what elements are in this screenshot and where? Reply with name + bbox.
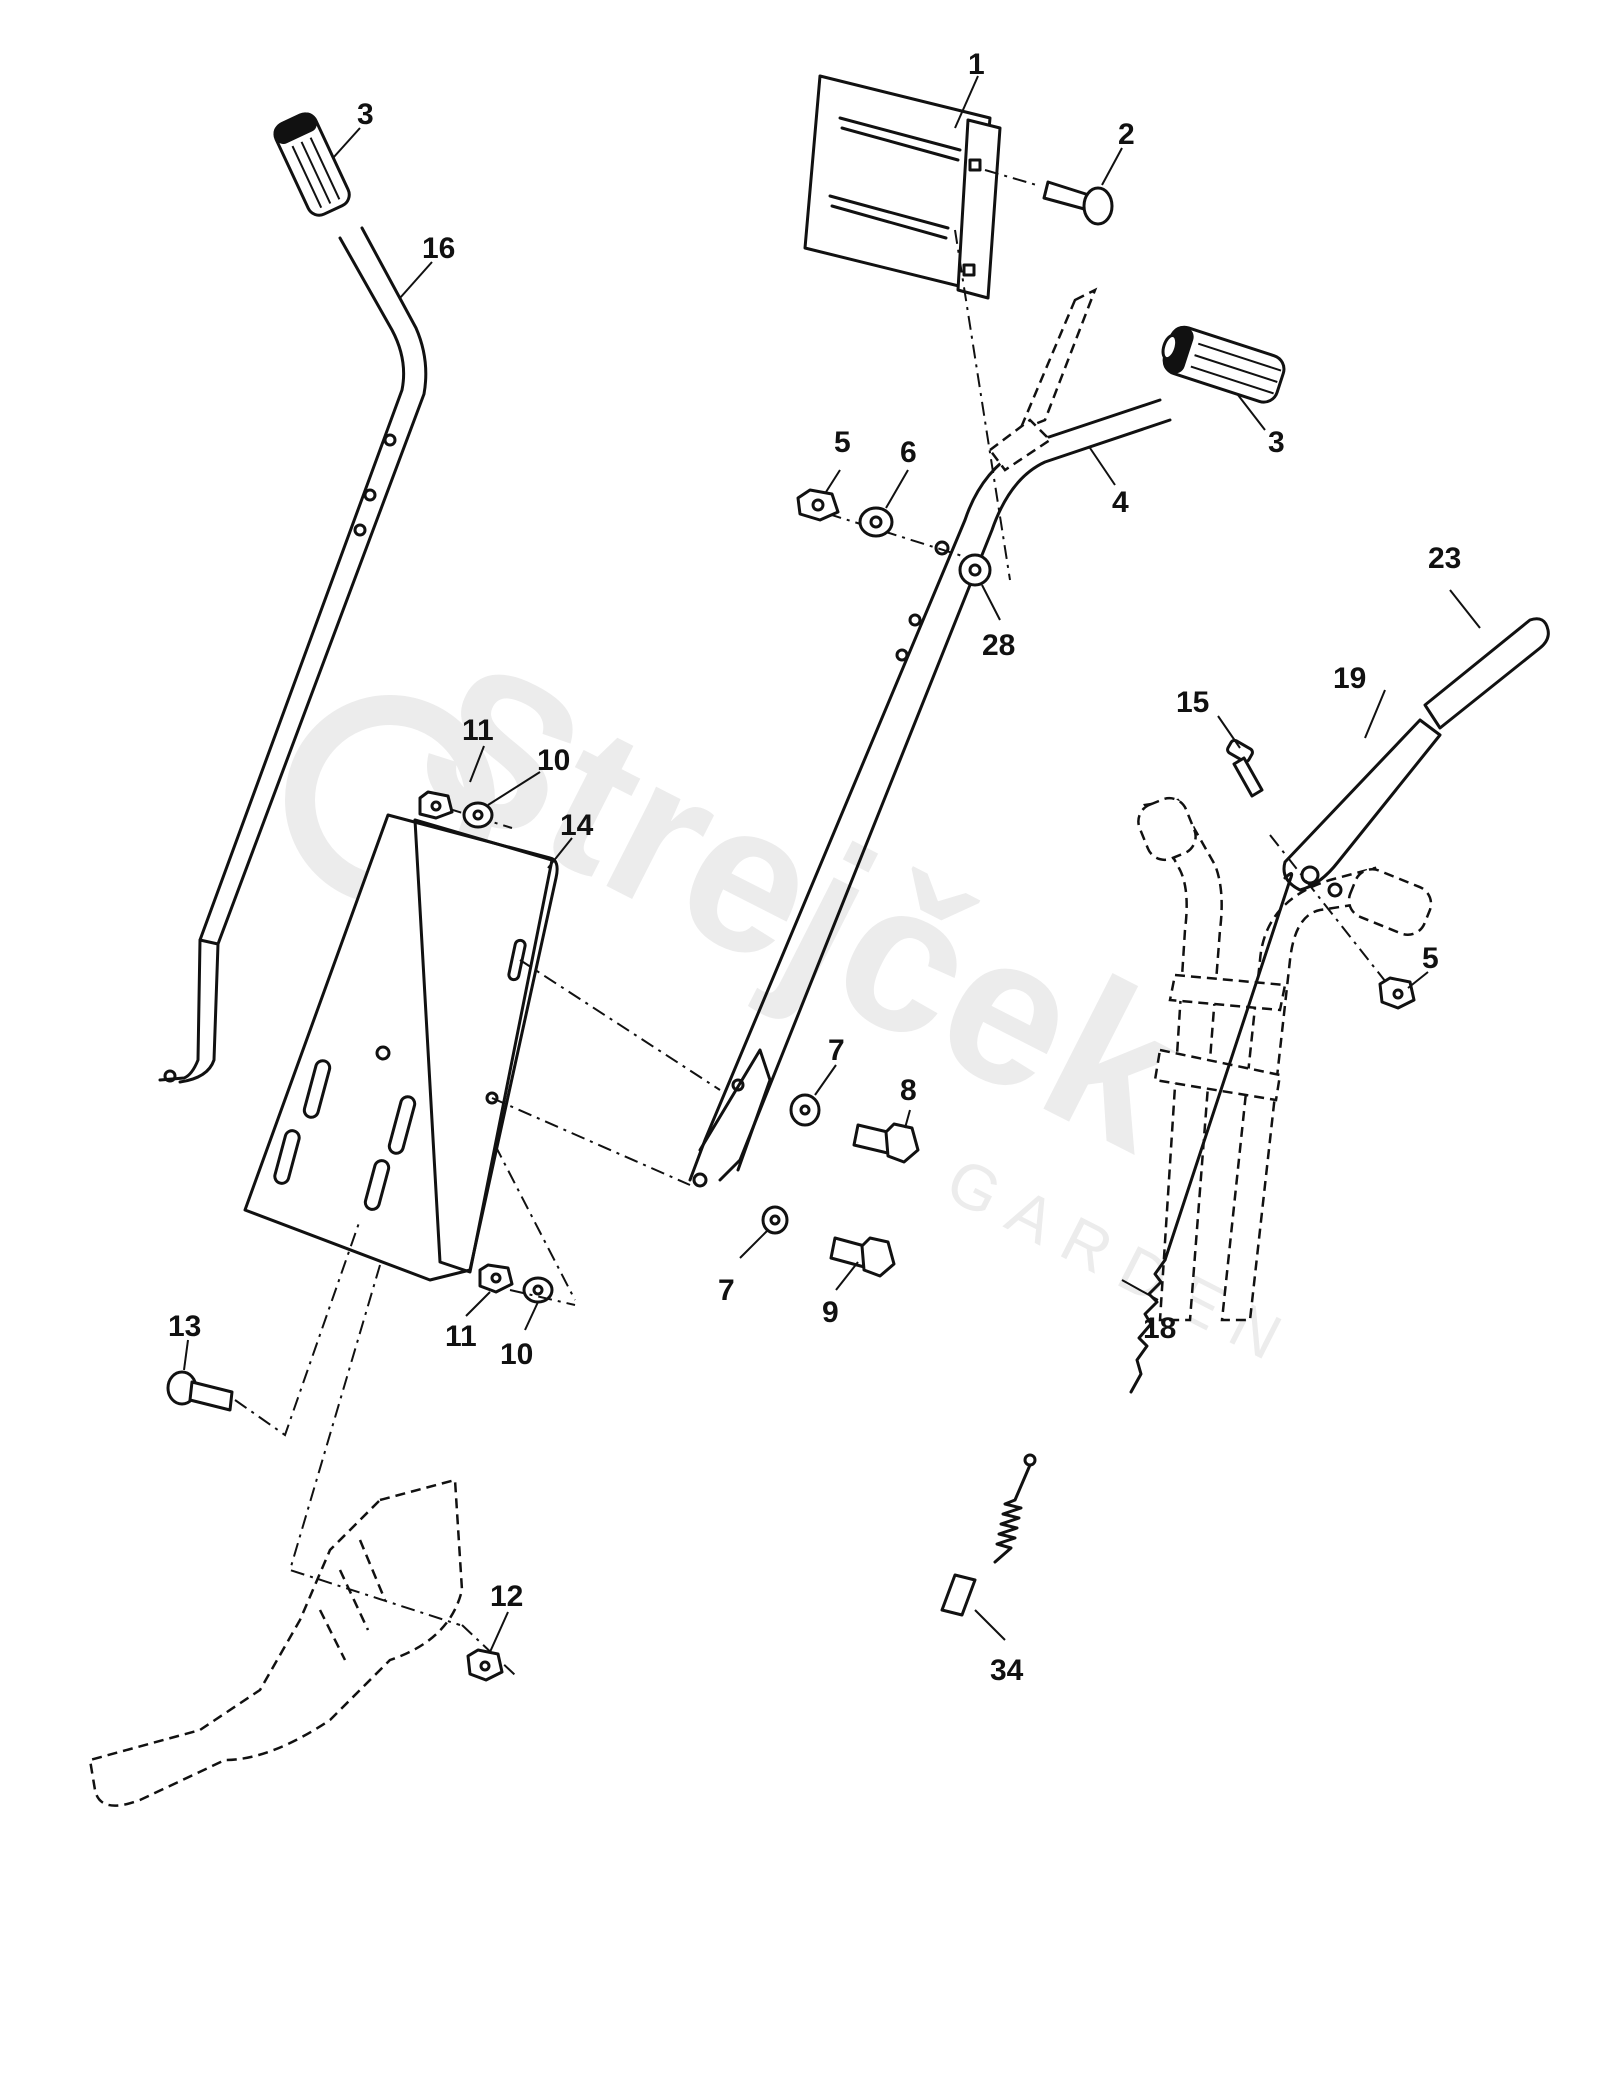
nut-12 [466,1648,504,1682]
washer-icon [789,1093,821,1127]
hardware-7-8 [789,1093,920,1164]
leader-lines [183,75,1481,1653]
callout-4: 4 [1112,486,1129,519]
clutch-lever [1269,718,1442,1001]
callout-7-upper: 7 [828,1034,845,1067]
washer-icon [958,553,992,587]
hex-nut-icon [1378,976,1416,1010]
hardware-7-9 [761,1205,896,1278]
callout-28: 28 [982,629,1015,662]
callout-19: 19 [1333,662,1366,695]
callout-13: 13 [168,1310,201,1343]
hardware-10-11-lower [478,1144,576,1306]
callout-1: 1 [968,48,985,81]
bolt-head-icon [860,1236,896,1278]
washer-icon [462,801,494,829]
lever-grip [1423,617,1550,730]
carriage-bolt [984,169,1114,226]
hex-nut-icon [418,790,454,820]
shoulder-bolt [1226,738,1264,798]
control-rod [1129,872,1294,1394]
washer-icon [761,1205,789,1235]
callout-16: 16 [422,232,455,265]
left-handle-tube [158,226,428,1084]
hex-nut-icon [466,1648,504,1682]
callout-18: 18 [1143,1312,1176,1345]
left-grip [273,112,351,217]
right-grip [1161,325,1286,404]
hex-nut-icon [478,1263,514,1294]
hex-nut-icon [796,488,840,522]
callout-6: 6 [900,436,917,469]
callout-34: 34 [990,1654,1024,1687]
callout-labels: 1 2 3 16 3 4 5 6 28 23 19 15 5 11 10 14 … [168,48,1461,1687]
callout-7-lower: 7 [718,1274,735,1307]
bolt-head-icon [884,1122,920,1164]
callout-11-lower: 11 [445,1320,477,1353]
callout-5-right: 5 [1422,942,1439,975]
transmission-housing-outline [88,1264,516,1807]
hardware-10-11-upper [418,790,513,829]
callout-3-left: 3 [357,98,374,131]
callout-9: 9 [822,1296,839,1329]
shift-lever-outline [988,287,1098,472]
callout-10-upper: 10 [537,744,570,777]
callout-2: 2 [1118,118,1135,151]
carriage-bolt-13 [166,1219,361,1437]
washer-icon [858,506,894,538]
callout-23: 23 [1428,542,1461,575]
hex-nut-right [1378,976,1416,1010]
callout-12: 12 [490,1580,523,1613]
callout-10-lower: 10 [500,1338,533,1371]
hardware-5-6-28 [796,229,1011,587]
callout-8: 8 [900,1074,917,1107]
control-panel-bracket [803,74,1002,300]
callout-11-upper: 11 [462,714,494,747]
extension-spring [940,1453,1037,1617]
handle-bracket-plate [243,813,721,1282]
callout-14: 14 [560,809,594,842]
callout-5-top: 5 [834,426,851,459]
callout-3-right: 3 [1268,426,1285,459]
callout-15: 15 [1176,686,1209,719]
